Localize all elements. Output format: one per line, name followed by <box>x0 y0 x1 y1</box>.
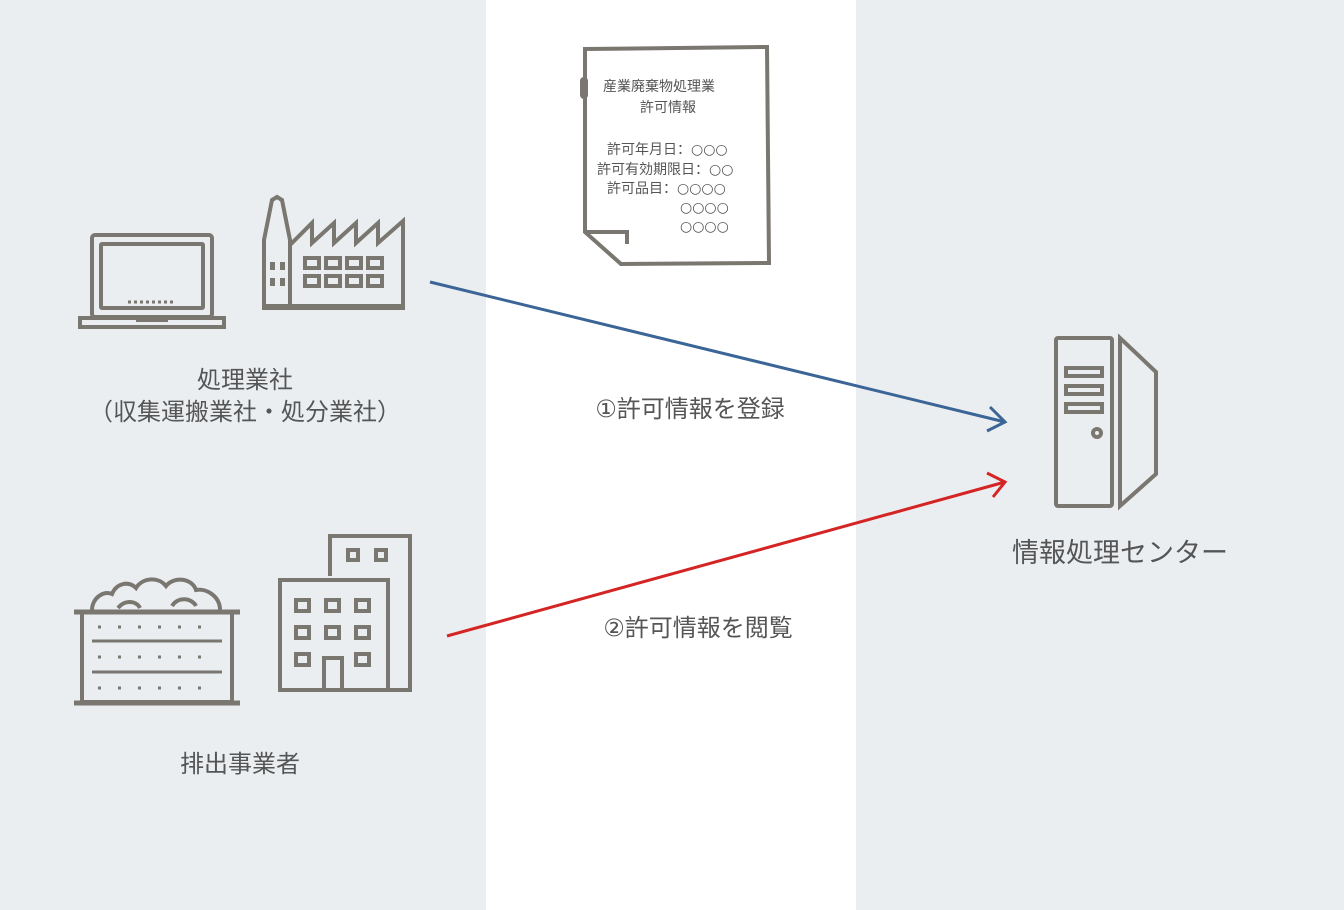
document-row: ○○○○ <box>680 200 729 216</box>
laptop-icon <box>78 233 226 329</box>
left-panel <box>0 0 486 910</box>
document-title-line1: 産業廃棄物処理業 <box>603 79 715 95</box>
processor-name: 処理業社 <box>197 366 293 394</box>
office-building-icon <box>278 534 412 692</box>
center-label: 情報処理センター <box>1012 538 1228 569</box>
factory-icon <box>262 194 405 310</box>
flow-view-label: ②許可情報を閲覧 <box>603 614 793 642</box>
arrow-register <box>429 280 1008 433</box>
processor-label: 処理業社 （収集運搬業社・処分業社） <box>60 364 430 428</box>
document-row: 許可有効期限日：○○ <box>597 162 734 178</box>
document-title-line2: 許可情報 <box>640 100 696 116</box>
flow-register-label: ①許可情報を登録 <box>595 395 785 423</box>
document-row: 許可品目：○○○○ <box>607 181 726 197</box>
arrow-view <box>446 471 1008 638</box>
discharger-label: 排出事業者 <box>180 750 300 778</box>
document-row: 許可年月日：○○○ <box>607 142 728 158</box>
processor-subtitle: （収集運搬業社・処分業社） <box>89 398 401 426</box>
waste-container-icon <box>74 577 240 706</box>
server-tower-icon <box>1054 333 1158 511</box>
document-row: ○○○○ <box>680 219 729 235</box>
document-icon <box>580 44 772 267</box>
right-panel <box>856 0 1344 910</box>
